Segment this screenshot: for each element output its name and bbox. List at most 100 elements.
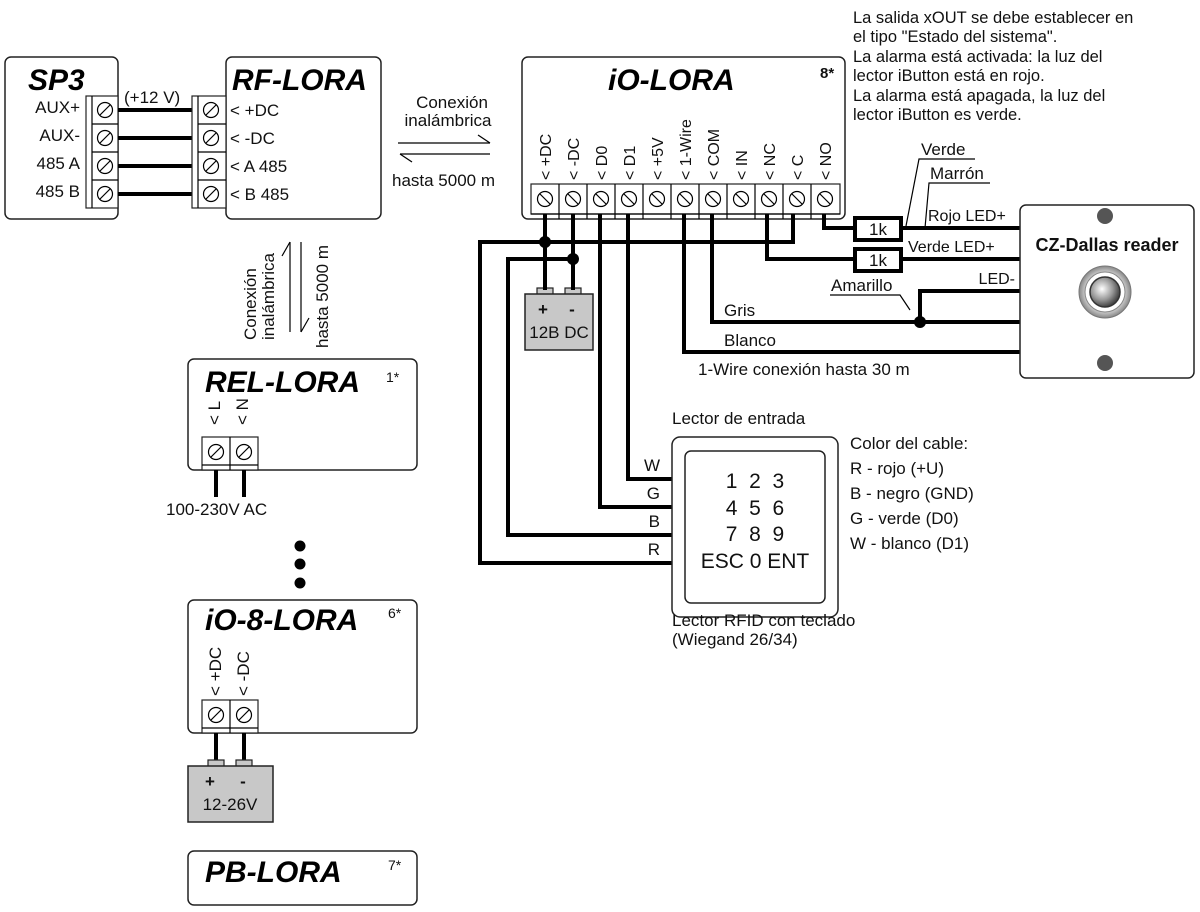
pb-lora-title: PB-LORA [205, 856, 342, 889]
terminal-label: 485 B [36, 182, 80, 201]
terminal-label: < +DC [230, 101, 279, 120]
svg-text:Conexión: Conexión [416, 93, 488, 112]
svg-text:lector iButton está en rojo.: lector iButton está en rojo. [853, 67, 1045, 85]
wire-letter: R [648, 540, 660, 559]
wireless-link-vertical: Conexión inalámbrica hasta 5000 m [241, 241, 332, 348]
svg-text:La salida xOUT se debe estable: La salida xOUT se debe establecer en [853, 9, 1133, 27]
wire-label-verde: Verde [921, 140, 965, 159]
keypad-caption-bottom: Lector RFID con teclado [672, 611, 855, 630]
screw-icon [648, 190, 666, 208]
screw-icon [732, 190, 750, 208]
terminal-label: 485 A [37, 154, 81, 173]
dallas-reader: CZ-Dallas reader [1019, 204, 1195, 379]
screw-slot [791, 193, 803, 205]
resistor-label: 1k [869, 220, 887, 239]
screw-icon [536, 190, 554, 208]
wire-letter: G [647, 484, 660, 503]
rf-lora-module: RF-LORA < +DC < -DC < A 485 < B 485 [191, 56, 382, 220]
terminal-label: < C [790, 155, 807, 180]
wire-letter: B [649, 512, 660, 531]
wire-label-rojo-led: Rojo LED+ [928, 208, 1006, 225]
terminal-label: < +DC [206, 647, 225, 696]
power-supply-io8: + - 12-26V [187, 759, 274, 823]
terminal-label: < D0 [594, 146, 611, 180]
terminal-label: < B 485 [230, 185, 289, 204]
screw-icon [592, 190, 610, 208]
more-modules-dots [294, 540, 306, 589]
svg-text:hasta 5000 m: hasta 5000 m [392, 171, 495, 190]
terminal-label: < IN [734, 150, 751, 180]
terminal-label: < -DC [234, 651, 253, 696]
key-row: 1 2 3 [726, 470, 784, 493]
svg-text:La alarma está activada: la lu: La alarma está activada: la luz del [853, 48, 1102, 66]
terminal-label: < -DC [230, 129, 275, 148]
svg-text:-: - [569, 300, 575, 319]
svg-text:12B DC: 12B DC [529, 323, 589, 342]
ibutton-icon [1078, 265, 1132, 319]
terminal-label: < A 485 [230, 157, 287, 176]
screw-slot [595, 193, 607, 205]
svg-text:lector iButton es verde.: lector iButton es verde. [853, 106, 1022, 124]
sp3-title: SP3 [28, 64, 85, 97]
screw-slot [539, 193, 551, 205]
bidirectional-arrow-icon [398, 134, 491, 163]
io8-lora-title: iO-8-LORA [205, 604, 358, 637]
terminal-label: < 1-Wire [678, 119, 695, 180]
svg-text:6*: 6* [388, 605, 402, 621]
svg-text:inalámbrica: inalámbrica [259, 253, 278, 340]
screw-icon [92, 101, 118, 203]
svg-text:8*: 8* [820, 65, 834, 82]
screw-icon [760, 190, 778, 208]
sp3-terminals: AUX+ AUX- 485 A 485 B [35, 98, 81, 201]
pb-lora-module: PB-LORA 7* [187, 850, 418, 906]
voltage-label: (+12 V) [124, 88, 180, 107]
keypad-reader: Lector de entrada W G B R 1 2 3 4 5 6 7 … [644, 409, 855, 649]
svg-text:La alarma está apagada, la luz: La alarma está apagada, la luz del [853, 87, 1105, 105]
sp3-module: SP3 AUX+ AUX- 485 A 485 B [4, 56, 119, 220]
rs485-wires [118, 108, 192, 196]
keypad-caption-top: Lector de entrada [672, 409, 806, 428]
resistor-label: 1k [869, 251, 887, 270]
terminal-label: < +5V [650, 137, 667, 180]
io8-lora-module: iO-8-LORA 6* < +DC < -DC [187, 599, 418, 762]
rel-lora-module: REL-LORA 1* < L < N 100-230V AC [166, 358, 418, 519]
screw-slot [819, 193, 831, 205]
terminal-label: < L [205, 401, 224, 425]
wire-label-gris: Gris [724, 301, 755, 320]
legend-item: B - negro (GND) [850, 484, 974, 503]
terminal-label: < +DC [538, 134, 555, 180]
legend-item: R - rojo (+U) [850, 459, 944, 478]
wire-label-onewire: 1-Wire conexión hasta 30 m [698, 360, 910, 379]
svg-text:inalámbrica: inalámbrica [405, 111, 492, 130]
screw-slot [735, 193, 747, 205]
screw-icon [676, 190, 694, 208]
svg-text:-: - [240, 772, 246, 791]
terminal-label: < D1 [622, 146, 639, 180]
legend-item: G - verde (D0) [850, 509, 959, 528]
wire-label-amarillo: Amarillo [831, 276, 892, 295]
terminal-label: AUX- [39, 126, 80, 145]
screw-slot [651, 193, 663, 205]
screw-slot [623, 193, 635, 205]
wire-label-blanco: Blanco [724, 331, 776, 350]
io-lora-module: iO-LORA 8* < +DC< -DC< D0< D1< +5V< 1-Wi… [521, 56, 846, 220]
terminal-label: < -DC [566, 138, 583, 180]
wireless-link-horizontal: Conexión inalámbrica hasta 5000 m [392, 93, 495, 190]
svg-text:+: + [538, 300, 548, 319]
key-row: ESC 0 ENT [701, 550, 810, 573]
terminal-label: < NO [818, 142, 835, 180]
key-row: 4 5 6 [726, 497, 784, 520]
legend-item: W - blanco (D1) [850, 534, 969, 553]
terminal-label: < NC [762, 143, 779, 180]
terminal-label: < COM [706, 129, 723, 180]
screw-icon [788, 190, 806, 208]
svg-text:Conexión: Conexión [241, 268, 260, 340]
screw-icon [198, 101, 226, 203]
rf-lora-title: RF-LORA [232, 64, 367, 97]
wire-label-led-minus: LED- [979, 271, 1015, 288]
screw-icon [816, 190, 834, 208]
cable-color-legend: Color del cable: R - rojo (+U) B - negro… [850, 434, 974, 553]
svg-text:el tipo "Estado del sistema".: el tipo "Estado del sistema". [853, 28, 1057, 46]
wire-label-verde-led: Verde LED+ [908, 239, 995, 256]
